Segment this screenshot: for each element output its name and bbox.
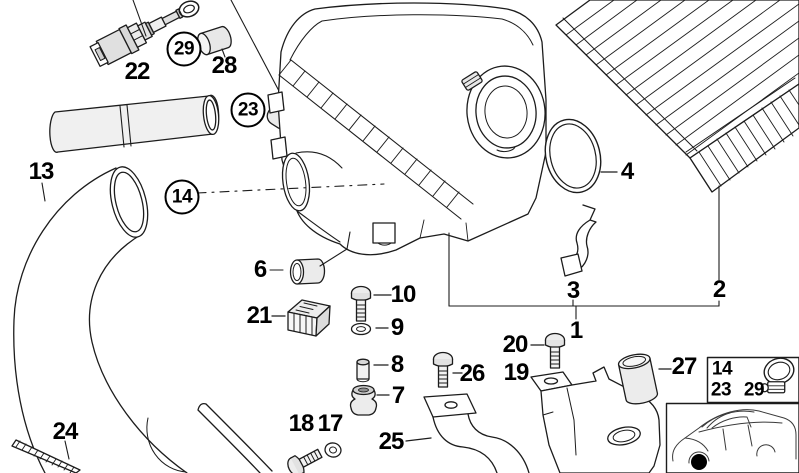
sleeve-27-drawing (617, 353, 659, 405)
bolt-26-drawing (432, 351, 454, 388)
callout-bracket-lines (448, 185, 720, 320)
callout-18[interactable]: 18 (288, 410, 315, 437)
callout-10[interactable]: 10 (390, 281, 417, 308)
car-location-icon (672, 409, 797, 470)
callout-9[interactable]: 9 (390, 314, 404, 341)
callout-24[interactable]: 24 (52, 418, 79, 445)
sealing-strip-drawing (11, 439, 81, 473)
location-dot (691, 454, 707, 470)
callout-19[interactable]: 19 (503, 359, 530, 386)
inset-ref-14[interactable]: 14 (711, 358, 733, 380)
rubber-mount-drawing (287, 299, 331, 337)
hose-clamp-icon (760, 357, 795, 394)
callout-8[interactable]: 8 (390, 351, 404, 378)
leader-line-13 (41, 182, 46, 202)
bolt-20-drawing (544, 332, 566, 369)
bolt-18-drawing (284, 444, 325, 473)
leader-line-sensor (132, 0, 147, 37)
callout-20[interactable]: 20 (502, 331, 529, 358)
callout-22[interactable]: 22 (124, 58, 151, 85)
leader-line-28 (221, 48, 226, 58)
callout-29-circled[interactable]: 29 (166, 31, 202, 67)
spacer-8-drawing (356, 358, 370, 383)
leader-line-6 (269, 231, 351, 271)
grommet-7-drawing (349, 384, 378, 416)
callout-4[interactable]: 4 (620, 158, 634, 185)
spring-clip-drawing (560, 204, 597, 277)
bushing-drawing (289, 258, 326, 285)
callout-2[interactable]: 2 (712, 276, 726, 303)
support-bracket-drawing (423, 393, 530, 473)
inset-ref-29[interactable]: 29 (743, 379, 765, 401)
callout-26[interactable]: 26 (459, 360, 486, 387)
callout-17[interactable]: 17 (317, 410, 344, 437)
intake-hose-drawing (49, 94, 220, 153)
seal-ring-drawing (544, 118, 602, 194)
temperature-sensor-drawing (89, 8, 184, 67)
washer-17-drawing (324, 442, 342, 458)
callout-14-circled[interactable]: 14 (164, 179, 200, 215)
filter-element-drawing (555, 0, 799, 193)
callout-25[interactable]: 25 (378, 428, 405, 455)
callout-3[interactable]: 3 (566, 277, 580, 304)
washer-9-drawing (350, 322, 372, 336)
air-cleaner-housing-drawing (267, 2, 547, 256)
callout-13[interactable]: 13 (28, 158, 55, 185)
callout-27[interactable]: 27 (671, 353, 698, 380)
leader-line-24 (64, 440, 70, 460)
callout-1[interactable]: 1 (569, 317, 583, 344)
callout-6[interactable]: 6 (253, 256, 267, 283)
o-ring-seal-drawing (178, 0, 200, 18)
callout-28[interactable]: 28 (211, 52, 238, 79)
callout-7[interactable]: 7 (391, 382, 405, 409)
inset-ref-23[interactable]: 23 (710, 379, 732, 401)
bolt-10-drawing (350, 285, 372, 322)
callout-21[interactable]: 21 (246, 302, 273, 329)
intake-duct-drawing (13, 166, 273, 473)
inset-parts-box (706, 356, 799, 404)
inset-car-box (665, 402, 799, 473)
callout-23-circled[interactable]: 23 (230, 92, 266, 128)
leader-line-25 (405, 437, 432, 442)
leader-line-14 (196, 183, 385, 194)
